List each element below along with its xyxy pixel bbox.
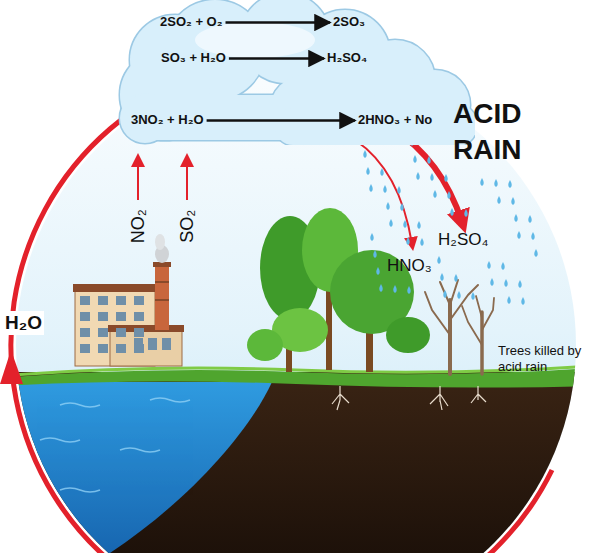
chemical-label: H₂SO₄: [438, 230, 488, 250]
dead-trees: [425, 280, 494, 374]
chemical-label: SO₂: [177, 210, 198, 243]
chemical-label: NO₂: [128, 209, 149, 243]
equation: 2SO₃: [333, 14, 365, 29]
reaction-arrow: [207, 119, 355, 122]
equation: 2SO₂ + O₂: [160, 14, 223, 29]
roots: [332, 386, 486, 410]
emission-arrow: [186, 160, 188, 200]
rain-arrow: [355, 140, 412, 244]
equation: 3NO₂ + H₂O: [131, 112, 204, 127]
emission-arrow: [137, 160, 139, 200]
cycle-arrowhead: [0, 350, 23, 384]
equation: 2HNO₃ + No: [358, 112, 432, 127]
equation: H₂SO₄: [327, 50, 367, 65]
green-trees: [247, 208, 430, 372]
note-text: Trees killed by acid rain: [498, 343, 588, 374]
title-text: ACID RAIN: [453, 96, 553, 169]
cloud: 2SO₂ + O₂ 2SO₃ SO₃ + H₂O H₂SO₄ 3NO₂ + H₂O 2HN…: [105, 0, 475, 145]
reaction-arrow: [226, 21, 331, 24]
cycle-ring: [11, 60, 552, 553]
factory: [73, 234, 184, 366]
chemical-label: H₂O: [3, 311, 44, 335]
chemical-label: HNO₃: [387, 256, 432, 276]
reaction-arrow: [229, 57, 324, 60]
equation: SO₃ + H₂O: [161, 50, 226, 65]
